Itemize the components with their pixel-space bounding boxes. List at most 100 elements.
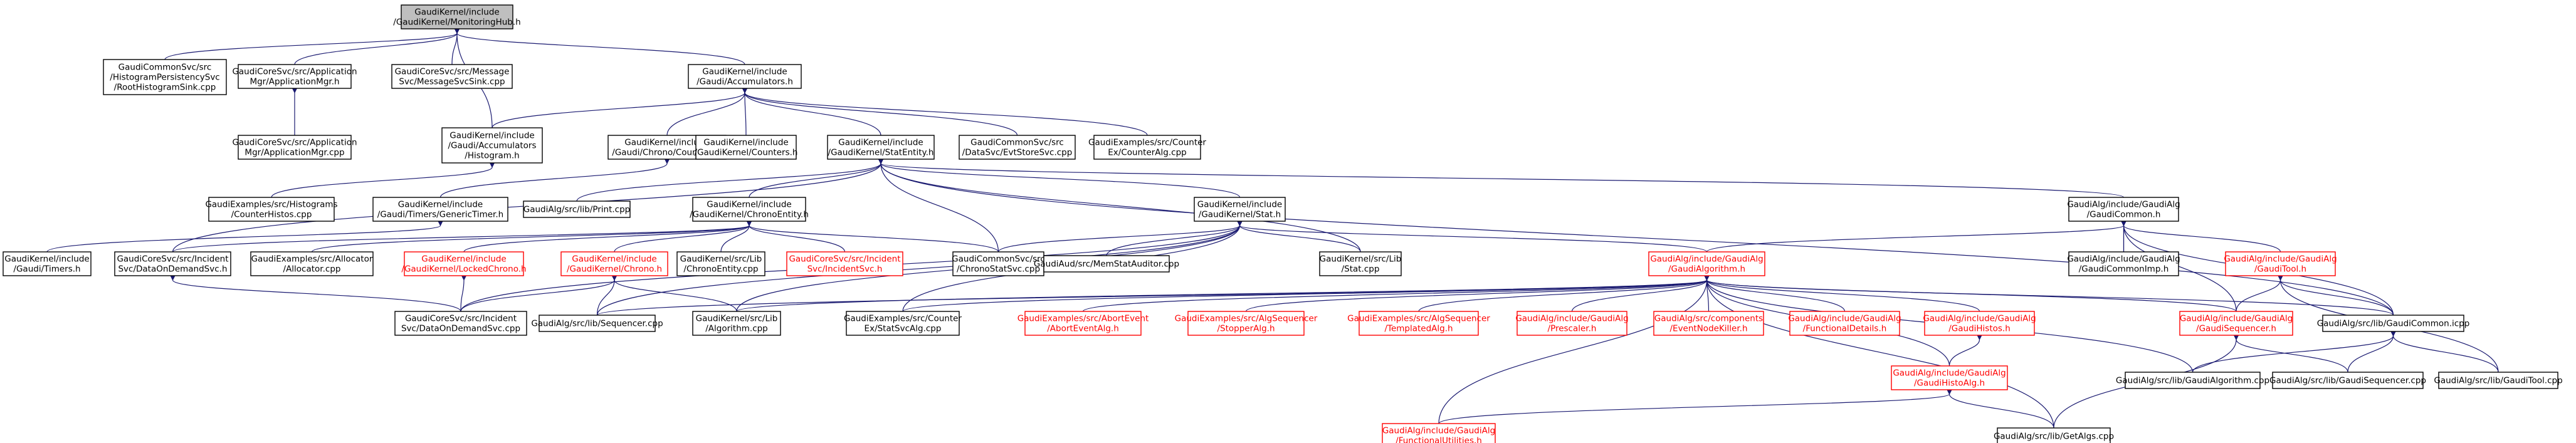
node-box[interactable] [1648, 251, 1765, 276]
node-box[interactable] [2068, 251, 2179, 276]
node-box[interactable] [523, 201, 631, 218]
node-box[interactable] [1359, 311, 1479, 336]
file-node-n38[interactable]: GaudiAlg/include/GaudiAlg/Prescaler.h [1515, 311, 1629, 336]
file-node-n42[interactable]: GaudiAlg/include/GaudiAlg/GaudiSequencer… [2179, 311, 2293, 336]
node-box[interactable] [695, 135, 797, 160]
node-box[interactable] [2125, 372, 2261, 389]
node-box[interactable] [238, 64, 352, 89]
file-node-n49[interactable]: GaudiAlg/src/lib/GetAlgs.cpp [1994, 427, 2114, 443]
node-box[interactable] [394, 311, 527, 336]
node-box[interactable] [3, 251, 92, 276]
file-node-n47[interactable]: GaudiAlg/include/GaudiAlg/GaudiHistoAlg.… [1891, 365, 2008, 390]
file-node-n9[interactable]: GaudiKernel/include/GaudiKernel/StatEnti… [827, 135, 935, 160]
file-node-n14[interactable]: GaudiAlg/src/lib/Print.cpp [523, 201, 631, 218]
node-box[interactable] [1319, 251, 1402, 276]
file-node-n35[interactable]: GaudiExamples/src/AbortEvent/AbortEventA… [1017, 311, 1149, 336]
node-box[interactable] [786, 251, 903, 276]
node-box[interactable] [2225, 251, 2336, 276]
node-box[interactable] [1891, 365, 2008, 390]
file-node-n23[interactable]: GaudiKernel/src/Lib/ChronoEntity.cpp [676, 251, 765, 276]
file-node-n30[interactable]: GaudiAlg/include/GaudiAlg/GaudiAlgorithm… [1648, 251, 1765, 276]
file-node-n21[interactable]: GaudiKernel/include/GaudiKernel/LockedCh… [401, 251, 527, 276]
file-node-n17[interactable]: GaudiAlg/include/GaudiAlg/GaudiCommon.h [2067, 197, 2180, 222]
file-node-n33[interactable]: GaudiKernel/src/Lib/Algorithm.cpp [692, 311, 781, 336]
file-node-n25[interactable]: GaudiCommonSvc/src/ChronoStatSvc.cpp [952, 251, 1045, 276]
node-box[interactable] [1187, 311, 1305, 336]
node-box[interactable] [952, 251, 1044, 276]
file-node-n4[interactable]: GaudiKernel/include/Gaudi/Accumulators.h [688, 64, 802, 89]
node-box[interactable] [1382, 423, 1496, 443]
file-node-n2[interactable]: GaudiCoreSvc/src/ApplicationMgr/Applicat… [232, 64, 357, 89]
node-box[interactable] [959, 135, 1076, 160]
file-node-n3[interactable]: GaudiCoreSvc/src/MessageSvc/MessageSvcSi… [391, 64, 513, 89]
node-box[interactable] [2438, 372, 2558, 389]
node-box[interactable] [1024, 311, 1142, 336]
file-node-n26[interactable]: GaudiAud/src/MemStatAuditor.cpp [1034, 255, 1179, 273]
node-box[interactable] [688, 64, 802, 89]
node-box[interactable] [2272, 372, 2424, 389]
file-node-n48[interactable]: GaudiAlg/include/GaudiAlg/FunctionalUtil… [1382, 423, 1496, 443]
file-node-n36[interactable]: GaudiExamples/src/AlgSequencer/StopperAl… [1175, 311, 1318, 336]
node-box[interactable] [846, 311, 960, 336]
node-box[interactable] [250, 251, 374, 276]
node-box[interactable] [676, 251, 765, 276]
file-node-n27[interactable]: GaudiKernel/src/Lib/Stat.cpp [1319, 251, 1402, 276]
file-node-n32[interactable]: GaudiAlg/src/lib/Sequencer.cpp [531, 315, 663, 332]
file-node-n43[interactable]: GaudiAlg/src/lib/GaudiCommon.icpp [2317, 315, 2470, 332]
node-box[interactable] [1653, 311, 1764, 336]
node-box[interactable] [560, 251, 668, 276]
file-node-n39[interactable]: GaudiAlg/src/components/EventNodeKiller.… [1653, 311, 1764, 336]
file-node-n37[interactable]: GaudiExamples/src/AlgSequencer/Templated… [1347, 311, 1490, 336]
node-box[interactable] [114, 251, 231, 276]
file-node-n24[interactable]: GaudiCoreSvc/src/IncidentSvc/IncidentSvc… [786, 251, 903, 276]
file-node-n13[interactable]: GaudiKernel/include/Gaudi/Timers/Generic… [372, 197, 508, 222]
file-node-n1[interactable]: GaudiCommonSvc/src/HistogramPersistencyS… [103, 59, 227, 95]
file-nodes: GaudiKernel/include/GaudiKernel/Monitori… [3, 4, 2563, 443]
node-box[interactable] [692, 311, 781, 336]
node-box[interactable] [441, 127, 543, 164]
node-box[interactable] [1997, 427, 2111, 443]
file-node-n40[interactable]: GaudiAlg/include/GaudiAlg/FunctionalDeta… [1788, 311, 1901, 336]
file-node-n11[interactable]: GaudiExamples/src/CounterEx/CounterAlg.c… [1088, 135, 1206, 160]
file-node-n10[interactable]: GaudiCommonSvc/src/DataSvc/EvtStoreSvc.c… [959, 135, 1076, 160]
file-node-n45[interactable]: GaudiAlg/src/lib/GaudiSequencer.cpp [2269, 372, 2426, 389]
file-node-n0[interactable]: GaudiKernel/include/GaudiKernel/Monitori… [393, 4, 521, 29]
node-box[interactable] [372, 197, 508, 222]
file-node-n34[interactable]: GaudiExamples/src/CounterEx/StatSvcAlg.c… [844, 311, 962, 336]
node-box[interactable] [1194, 197, 1286, 222]
node-box[interactable] [692, 197, 806, 222]
file-node-n29[interactable]: GaudiAlg/include/GaudiAlg/GaudiTool.h [2224, 251, 2337, 276]
node-box[interactable] [2068, 197, 2179, 222]
node-box[interactable] [1517, 311, 1627, 336]
node-box[interactable] [404, 251, 524, 276]
node-box[interactable] [1093, 135, 1201, 160]
node-box[interactable] [401, 4, 513, 29]
node-box[interactable] [103, 59, 227, 95]
file-node-n46[interactable]: GaudiAlg/src/lib/GaudiTool.cpp [2434, 372, 2563, 389]
file-node-n41[interactable]: GaudiAlg/include/GaudiAlg/GaudiHistos.h [1923, 311, 2036, 336]
file-node-n22[interactable]: GaudiKernel/include/GaudiKernel/Chrono.h [560, 251, 668, 276]
node-box[interactable] [1789, 311, 1900, 336]
file-node-n16[interactable]: GaudiKernel/include/GaudiKernel/Stat.h [1194, 197, 1286, 222]
file-node-n15[interactable]: GaudiKernel/include/GaudiKernel/ChronoEn… [690, 197, 809, 222]
node-box[interactable] [827, 135, 935, 160]
node-box[interactable] [1924, 311, 2035, 336]
node-box[interactable] [539, 315, 656, 332]
file-node-n8[interactable]: GaudiKernel/include/GaudiKernel/Counters… [695, 135, 798, 160]
node-box[interactable] [1043, 255, 1170, 273]
node-box[interactable] [208, 197, 335, 222]
node-box[interactable] [2179, 311, 2293, 336]
node-label-line: /EventNodeKiller.h [1669, 324, 1747, 334]
file-node-n28[interactable]: GaudiAlg/include/GaudiAlg/GaudiCommonImp… [2067, 251, 2180, 276]
file-node-n12[interactable]: GaudiExamples/src/Histograms/CounterHist… [205, 197, 338, 222]
file-node-n5[interactable]: GaudiCoreSvc/src/ApplicationMgr/Applicat… [232, 135, 357, 160]
file-node-n20[interactable]: GaudiExamples/src/Allocator/Allocator.cp… [250, 251, 374, 276]
node-box[interactable] [2322, 315, 2464, 332]
node-box[interactable] [238, 135, 352, 160]
file-node-n44[interactable]: GaudiAlg/src/lib/GaudiAlgorithm.cpp [2116, 372, 2269, 389]
file-node-n19[interactable]: GaudiCoreSvc/src/IncidentSvc/DataOnDeman… [114, 251, 231, 276]
node-box[interactable] [391, 64, 513, 89]
file-node-n31[interactable]: GaudiCoreSvc/src/IncidentSvc/DataOnDeman… [394, 311, 527, 336]
file-node-n18[interactable]: GaudiKernel/include/Gaudi/Timers.h [3, 251, 92, 276]
file-node-n6[interactable]: GaudiKernel/include/Gaudi/Accumulators/H… [441, 127, 543, 164]
